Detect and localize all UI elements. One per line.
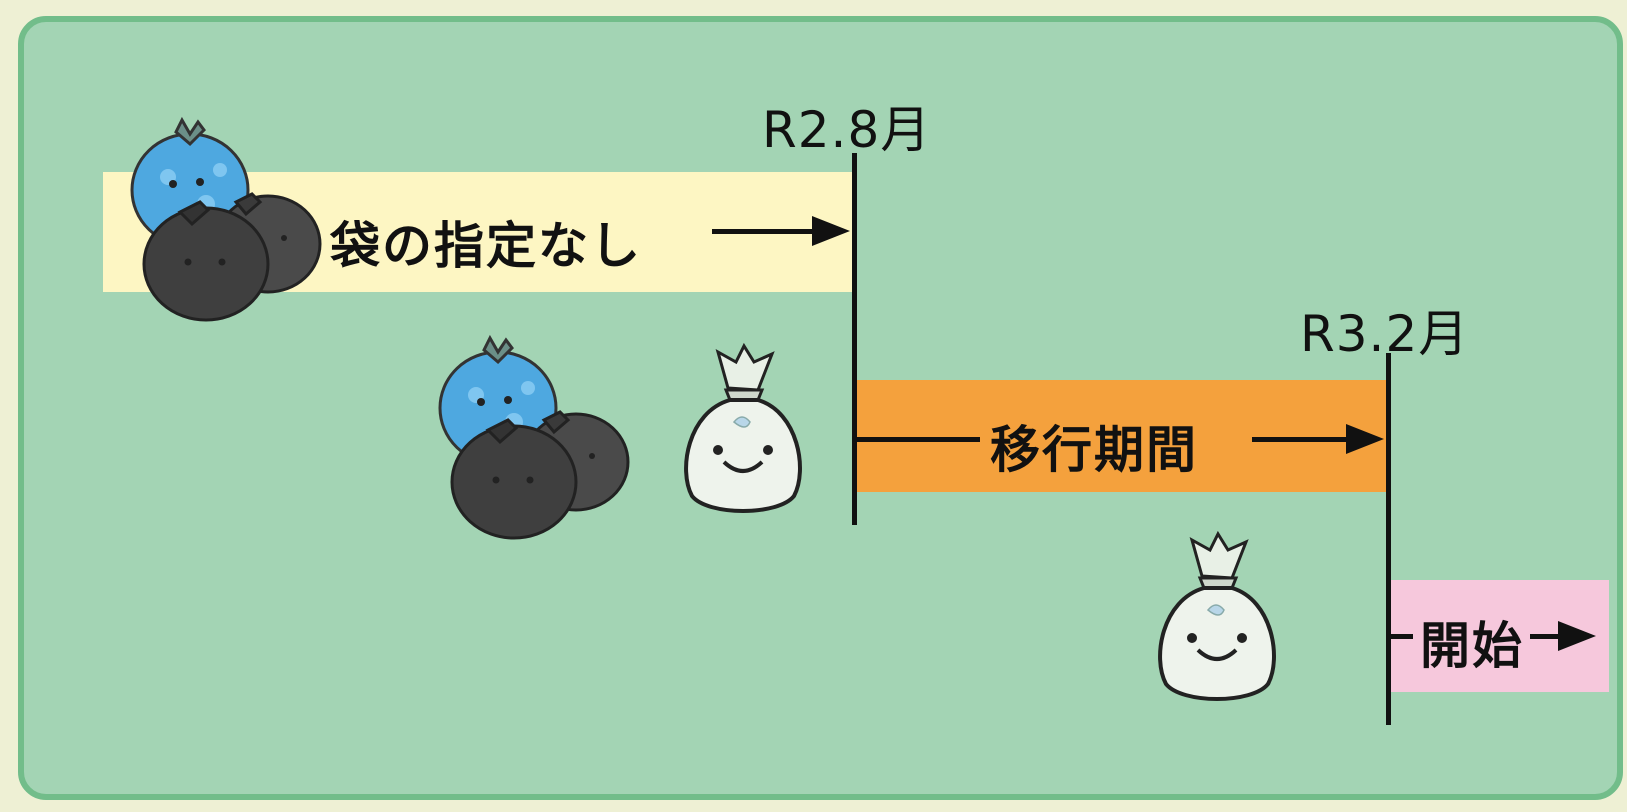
designated-garbage-bag-mascot-icon	[684, 342, 802, 513]
designated-garbage-bag-mascot-icon	[1158, 530, 1276, 701]
marker-line-r2-8	[852, 153, 857, 525]
arrow-right-icon	[812, 216, 850, 246]
phase-label-no-designation: 袋の指定なし	[330, 217, 642, 275]
marker-line-r3-2	[1386, 353, 1391, 725]
garbage-bags-group-2	[438, 334, 630, 540]
phase-arrow-line-2	[1252, 437, 1346, 442]
black-garbage-bag-icon	[450, 418, 578, 540]
phase-band-transition	[855, 380, 1389, 492]
phase-arrow-line-3	[1530, 634, 1560, 639]
marker-label-r3-2: R3.2月	[1300, 305, 1470, 363]
black-garbage-bag-icon	[142, 200, 270, 322]
phase-arrow-line-1	[712, 229, 812, 234]
marker-label-r2-8: R2.8月	[762, 101, 932, 159]
garbage-bags-group-1	[130, 116, 322, 322]
arrow-right-icon	[1558, 621, 1596, 651]
phase-label-transition: 移行期間	[990, 421, 1198, 479]
phase-arrow-tail-2	[857, 437, 980, 442]
phase-arrow-tail-3	[1391, 634, 1413, 639]
phase-label-start: 開始	[1420, 617, 1524, 675]
arrow-right-icon	[1346, 424, 1384, 454]
